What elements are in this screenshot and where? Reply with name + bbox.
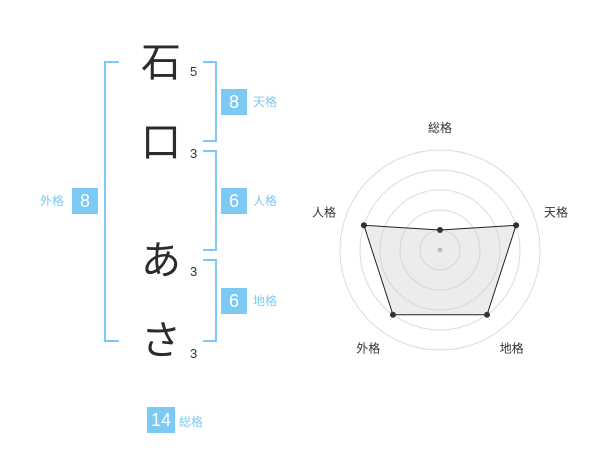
name-char-1: 石 bbox=[141, 40, 181, 86]
tenkaku-label: 天格 bbox=[253, 95, 278, 109]
gaikaku-value: 8 bbox=[72, 188, 98, 214]
name-char-4: さ bbox=[141, 318, 181, 364]
tenkaku-bracket bbox=[203, 61, 217, 142]
name-char-3: あ bbox=[141, 238, 181, 284]
radar-point-3 bbox=[484, 311, 491, 318]
radar-grid-ring bbox=[359, 169, 521, 331]
soukaku-label: 総格 bbox=[179, 415, 204, 429]
jinkaku-label: 人格 bbox=[253, 194, 278, 208]
stroke-count-1: 5 bbox=[190, 64, 198, 79]
tenkaku-value: 8 bbox=[221, 89, 247, 115]
radar-axis-label-2: 天格 bbox=[544, 204, 568, 219]
jinkaku-bracket bbox=[203, 150, 217, 251]
radar-point-1 bbox=[437, 227, 443, 233]
gaikaku-bracket bbox=[104, 61, 119, 342]
chikaku-value: 6 bbox=[221, 288, 247, 314]
chikaku-bracket bbox=[203, 259, 217, 342]
radar-grid-ring bbox=[399, 209, 481, 291]
gaikaku-label: 外格 bbox=[40, 194, 65, 208]
chikaku-label: 地格 bbox=[253, 294, 278, 308]
radar-grid-ring bbox=[339, 149, 541, 351]
name-char-2: 口 bbox=[141, 120, 181, 166]
stroke-count-4: 3 bbox=[190, 346, 198, 361]
radar-point-2 bbox=[513, 222, 520, 229]
radar-point-5 bbox=[360, 222, 367, 229]
stroke-count-2: 3 bbox=[190, 146, 198, 161]
radar-grid-ring bbox=[379, 189, 501, 311]
radar-axis-label-3: 地格 bbox=[500, 341, 524, 356]
radar-point-4 bbox=[389, 311, 396, 318]
radar-axis-label-4: 外格 bbox=[356, 341, 380, 356]
radar-axis-label-5: 人格 bbox=[312, 204, 336, 219]
stroke-count-3: 3 bbox=[190, 264, 198, 279]
jinkaku-value: 6 bbox=[221, 188, 247, 214]
radar-data-polygon bbox=[363, 224, 517, 316]
soukaku-value: 14 bbox=[147, 407, 175, 433]
radar-axis-label-1: 総格 bbox=[428, 120, 452, 135]
radar-center-dot bbox=[437, 247, 443, 253]
